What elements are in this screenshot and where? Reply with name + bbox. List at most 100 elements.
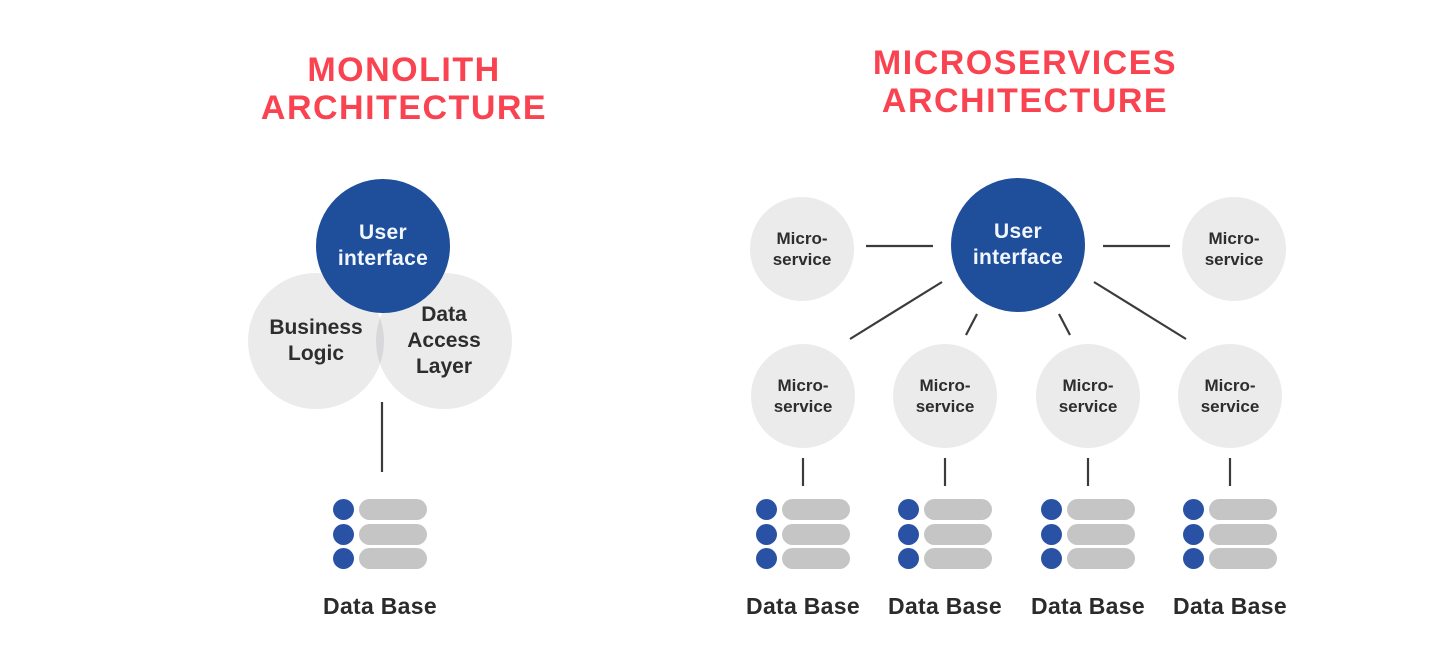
microservice-line1: Micro- (777, 376, 829, 395)
database-row (1041, 548, 1135, 569)
database-bar (782, 499, 850, 520)
business-logic-line2: Logic (288, 342, 344, 365)
microservice-line1: Micro- (919, 376, 971, 395)
database-row (1041, 523, 1135, 545)
microservice-node-top-left: Micro- service (750, 197, 854, 301)
microservices-title: MICROSERVICES ARCHITECTURE (795, 44, 1255, 120)
database-row (1183, 548, 1277, 569)
ms-database-icon-2 (898, 499, 992, 569)
database-dot-icon (1041, 523, 1062, 545)
microservice-line1: Micro- (1062, 376, 1114, 395)
data-access-line1: Data (421, 303, 467, 326)
microservice-node-top-right: Micro- service (1182, 197, 1286, 301)
ms-database-icon-1 (756, 499, 850, 569)
database-bar (1209, 548, 1277, 569)
database-row (333, 548, 427, 569)
database-dot-icon (898, 499, 919, 520)
database-row (1183, 499, 1277, 520)
microservice-node-bottom-3: Micro- service (1036, 344, 1140, 448)
microservice-node-bottom-4: Micro- service (1178, 344, 1282, 448)
microservice-node-bottom-1: Micro- service (751, 344, 855, 448)
database-bar (359, 548, 427, 569)
microservice-line2: service (915, 397, 975, 416)
microservice-line2: service (773, 397, 833, 416)
microservice-line1: Micro- (776, 229, 828, 248)
microservice-line2: service (772, 250, 832, 269)
database-bar (924, 523, 992, 545)
data-access-label: Data Access Layer (407, 302, 481, 380)
ms-user-interface-node: User interface (951, 178, 1085, 312)
monolith-database-icon (333, 499, 427, 569)
database-bar (782, 548, 850, 569)
microservice-label: Micro- service (1059, 375, 1118, 417)
monolith-ui-line2: interface (337, 247, 429, 270)
database-row (333, 499, 427, 520)
database-dot-icon (756, 499, 777, 520)
database-dot-icon (1183, 548, 1204, 569)
ms-database-label-4: Data Base (1173, 593, 1287, 619)
database-bar (1067, 499, 1135, 520)
database-bar (1067, 548, 1135, 569)
ms-database-icon-4 (1183, 499, 1277, 569)
database-bar (924, 499, 992, 520)
database-bar (1209, 523, 1277, 545)
microservice-label: Micro- service (773, 228, 832, 270)
microservice-line2: service (1200, 397, 1260, 416)
business-logic-label: Business Logic (269, 315, 362, 367)
database-bar (1209, 499, 1277, 520)
database-row (898, 548, 992, 569)
ms-connector-diagonal-mid-left (965, 313, 978, 336)
ms-database-label-3: Data Base (1031, 593, 1145, 619)
ms-connector-diagonal-mid-right (1058, 313, 1071, 336)
database-dot-icon (756, 548, 777, 569)
monolith-title: MONOLITH ARCHITECTURE (174, 51, 634, 127)
data-access-line3: Layer (415, 355, 473, 378)
database-dot-icon (898, 548, 919, 569)
microservice-label: Micro- service (1205, 228, 1264, 270)
database-dot-icon (1041, 499, 1062, 520)
database-row (756, 548, 850, 569)
ms-connector-diagonal-far-right (1093, 281, 1187, 340)
database-dot-icon (333, 523, 354, 545)
microservice-line2: service (1058, 397, 1118, 416)
ms-user-interface-label: User interface (973, 219, 1063, 271)
business-logic-line1: Business (269, 316, 363, 339)
microservice-line1: Micro- (1204, 376, 1256, 395)
ms-database-label-1: Data Base (746, 593, 860, 619)
monolith-business-logic-node: Business Logic (248, 273, 384, 409)
database-dot-icon (333, 548, 354, 569)
ms-ui-line2: interface (972, 246, 1064, 269)
ms-connector-diagonal-far-left (849, 281, 943, 340)
microservice-label: Micro- service (916, 375, 975, 417)
database-dot-icon (756, 523, 777, 545)
microservice-label: Micro- service (1201, 375, 1260, 417)
microservice-line2: service (1204, 250, 1264, 269)
data-access-line2: Access (407, 329, 481, 352)
database-dot-icon (1183, 499, 1204, 520)
database-row (898, 523, 992, 545)
database-row (333, 523, 427, 545)
ms-ui-line1: User (994, 220, 1042, 243)
database-row (1041, 499, 1135, 520)
database-bar (782, 523, 850, 545)
database-row (756, 523, 850, 545)
ms-database-icon-3 (1041, 499, 1135, 569)
microservices-title-line2: ARCHITECTURE (881, 82, 1169, 120)
microservice-label: Micro- service (774, 375, 833, 417)
monolith-ui-line1: User (359, 221, 407, 244)
microservice-line1: Micro- (1208, 229, 1260, 248)
database-bar (359, 523, 427, 545)
database-dot-icon (1041, 548, 1062, 569)
database-dot-icon (1183, 523, 1204, 545)
database-row (756, 499, 850, 520)
database-bar (359, 499, 427, 520)
database-bar (1067, 523, 1135, 545)
monolith-database-label: Data Base (323, 593, 437, 619)
monolith-user-interface-node: User interface (316, 179, 450, 313)
ms-database-label-2: Data Base (888, 593, 1002, 619)
database-dot-icon (898, 523, 919, 545)
monolith-title-line2: ARCHITECTURE (260, 89, 548, 127)
database-dot-icon (333, 499, 354, 520)
